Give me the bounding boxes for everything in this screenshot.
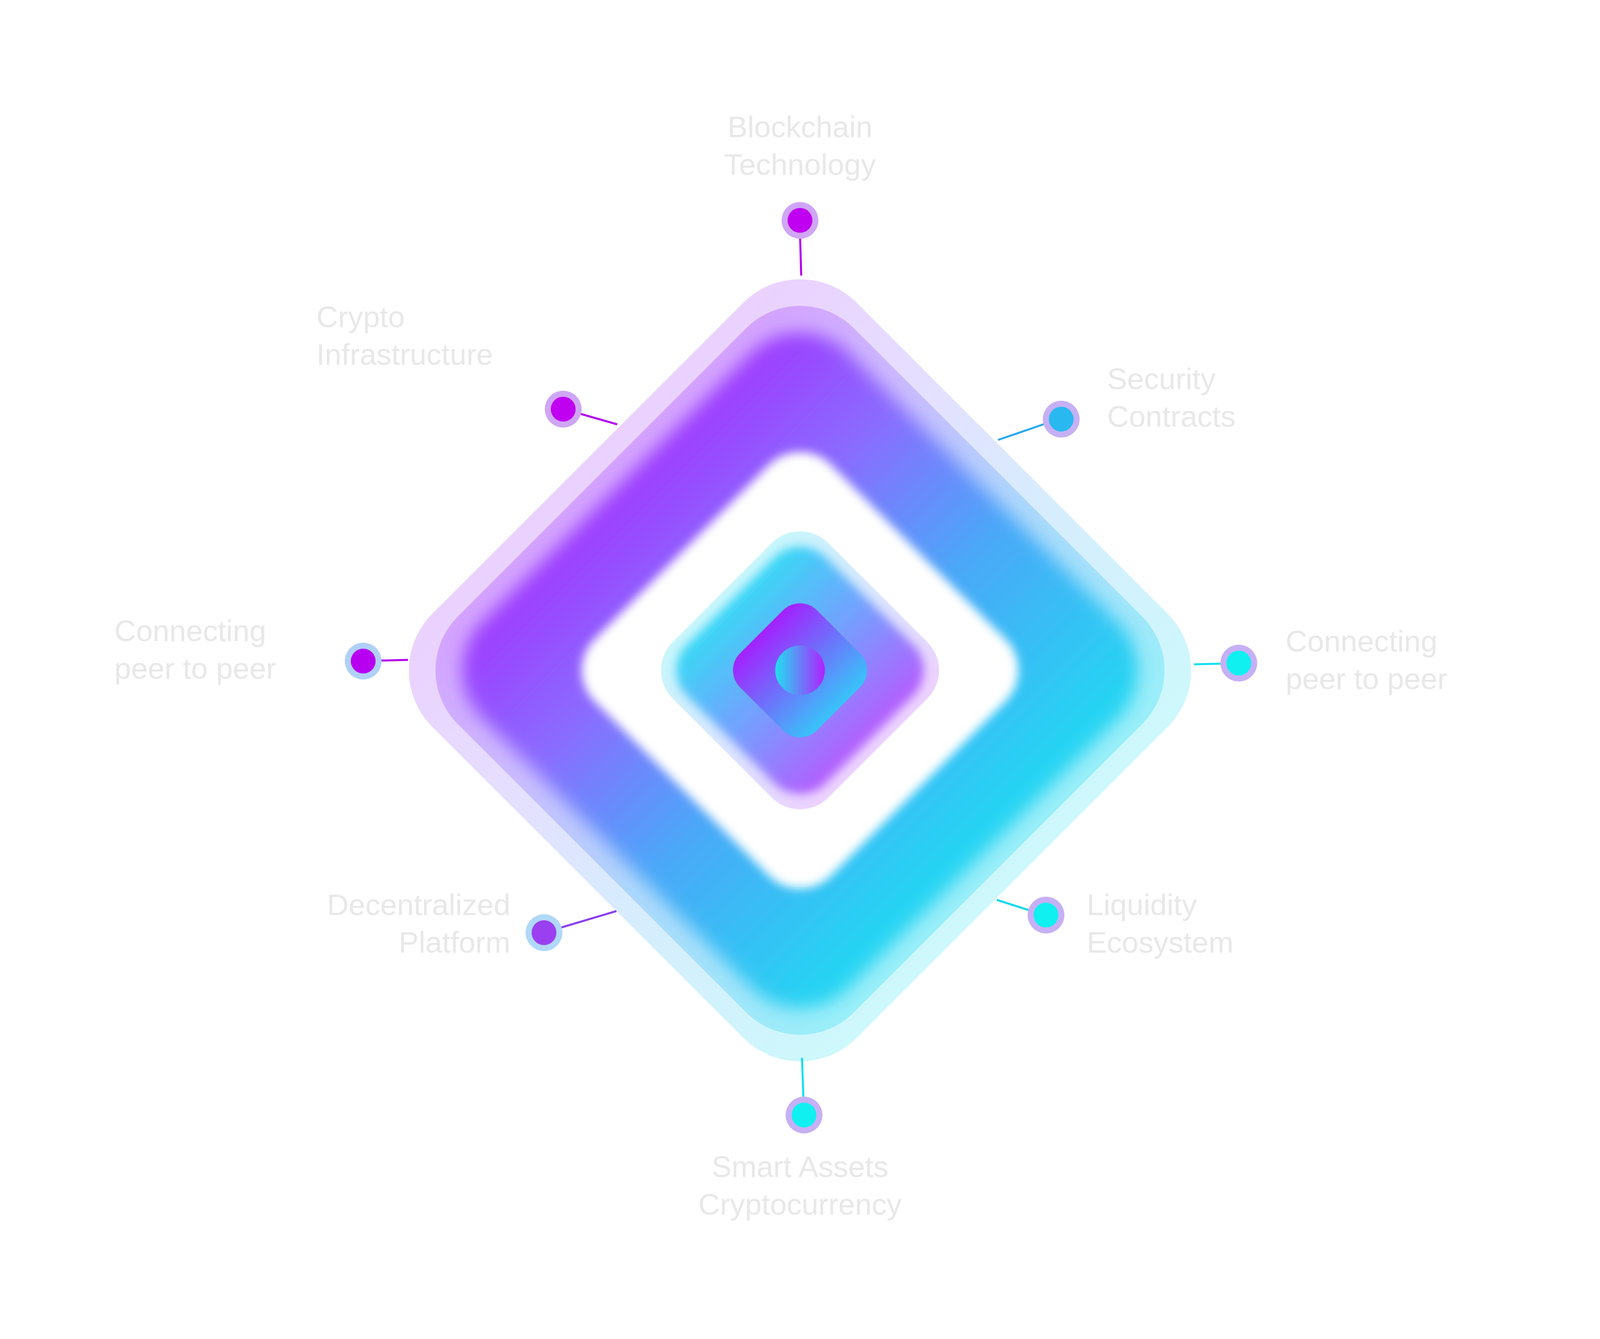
dot-ring <box>544 390 582 428</box>
center-core <box>723 593 878 748</box>
ring-halo <box>375 246 1224 1095</box>
leader-lines <box>375 232 1227 1103</box>
item-label: Connecting peer to peer <box>114 612 307 688</box>
item-label: Smart Assets Cryptocurrency <box>676 1148 924 1224</box>
leader-line <box>998 422 1050 440</box>
dot-ring <box>1027 896 1065 934</box>
dot <box>550 396 576 422</box>
dot-ring <box>525 914 563 952</box>
center-dot <box>775 645 825 696</box>
item-label: Connecting peer to peer <box>1285 622 1478 698</box>
center-diamond <box>644 514 956 826</box>
item-label: Security Contracts <box>1107 360 1316 436</box>
leader-line <box>556 911 617 930</box>
item-label: Liquidity Ecosystem <box>1086 886 1295 962</box>
dot <box>1226 650 1252 676</box>
dot-ring <box>1220 644 1258 682</box>
dot-ring <box>781 202 819 239</box>
leader-line <box>802 1058 804 1103</box>
dot-ring <box>344 642 382 680</box>
dot <box>1048 406 1074 432</box>
leader-line <box>575 412 618 425</box>
ring-halo <box>404 274 1196 1067</box>
dot <box>1033 902 1059 928</box>
ring-hole <box>563 434 1037 907</box>
dot <box>531 920 557 946</box>
dot-ring <box>785 1096 823 1134</box>
dot <box>350 648 376 674</box>
item-label: Blockchain Technology <box>696 108 904 184</box>
dot-ring <box>1042 400 1080 438</box>
item-label: Crypto Infrastructure <box>316 298 541 374</box>
leader-line <box>800 232 802 276</box>
dot <box>787 208 813 233</box>
outer-ring <box>375 246 1224 1095</box>
item-label: Decentralized Platform <box>286 886 511 962</box>
dot <box>791 1102 817 1128</box>
ring-body <box>434 304 1166 1037</box>
center-body <box>661 532 939 810</box>
center-halo <box>644 514 956 826</box>
